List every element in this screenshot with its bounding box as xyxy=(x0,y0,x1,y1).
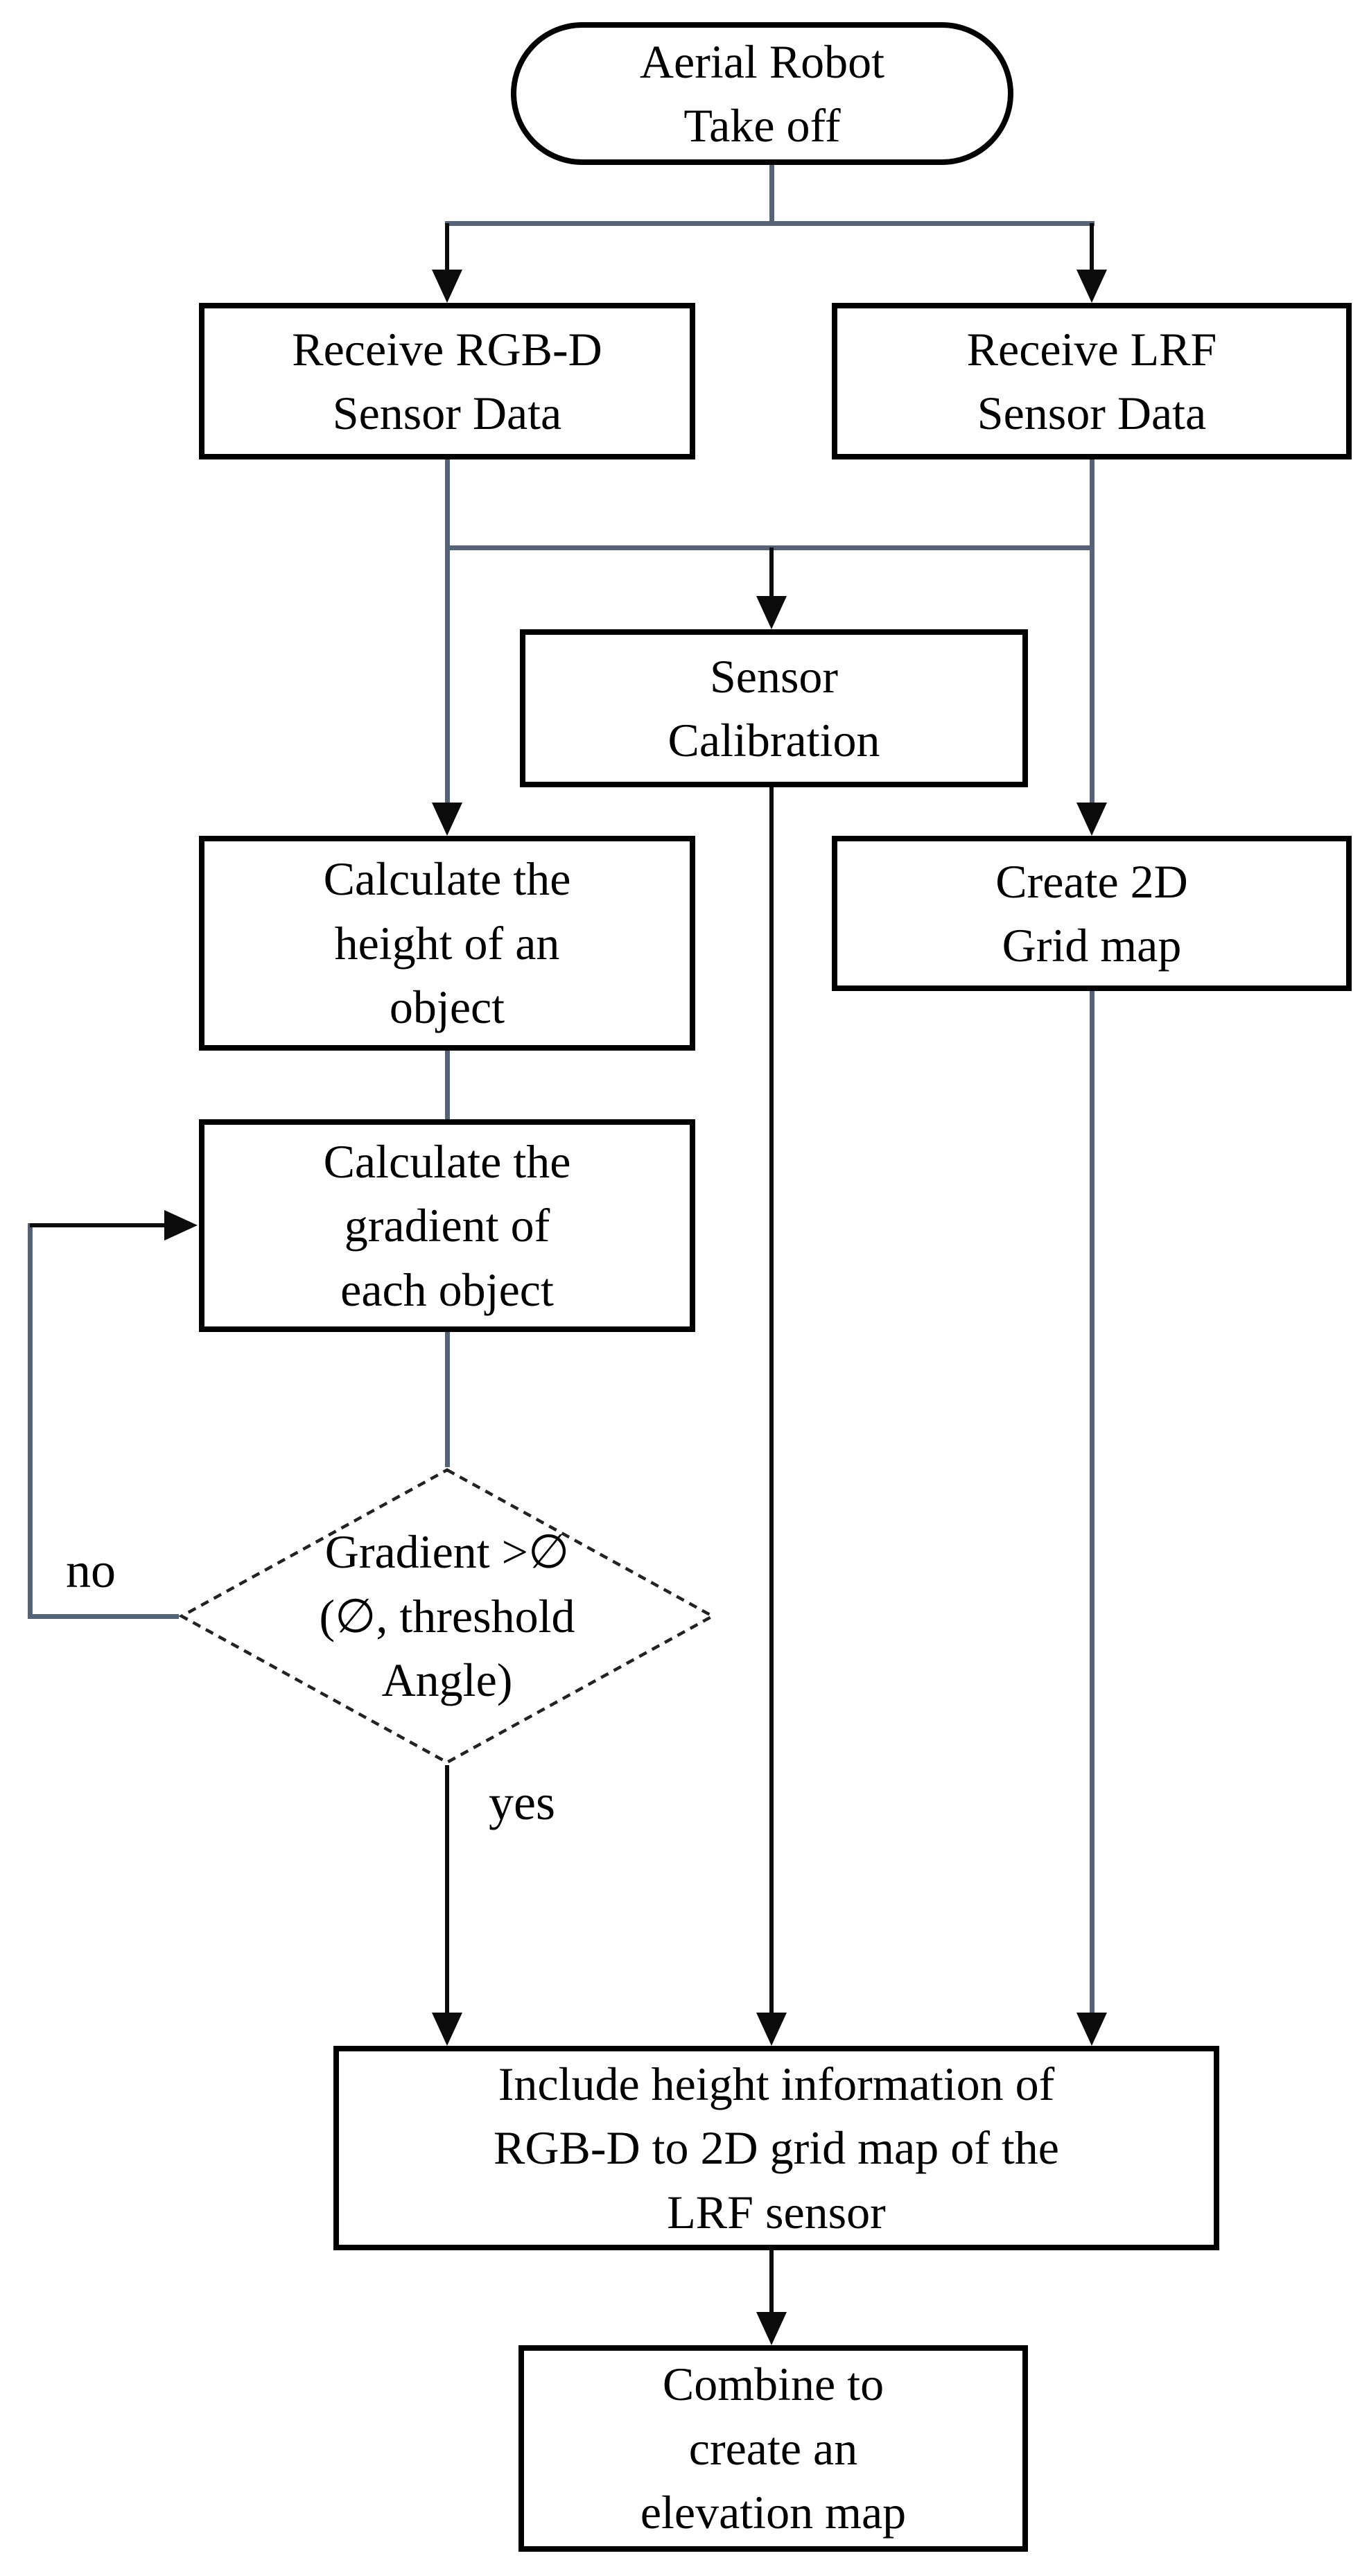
node-start-label: Aerial Robot Take off xyxy=(639,35,885,152)
node-receive-lrf: Receive LRF Sensor Data xyxy=(832,303,1352,459)
node-sensor-calibration-label: Sensor Calibration xyxy=(668,649,880,766)
edge-rgbd-to-connector xyxy=(445,459,450,547)
edge-includebox-to-combine xyxy=(769,2250,774,2312)
arrowhead-into-lrf-icon xyxy=(1076,270,1107,303)
node-calc-height: Calculate the height of an object xyxy=(199,836,695,1051)
edge-split-to-lrf xyxy=(1090,223,1094,270)
node-create-grid: Create 2D Grid map xyxy=(832,836,1352,991)
edge-no-loop-horizontal xyxy=(30,1614,179,1619)
arrowhead-into-sensorcal-icon xyxy=(756,596,787,629)
edge-start-to-split xyxy=(769,165,774,226)
node-start-terminator: Aerial Robot Take off xyxy=(511,22,1013,165)
node-include-height-label: Include height information of RGB-D to 2… xyxy=(494,2057,1059,2238)
node-gradient-decision: Gradient >∅ (∅, threshold Angle) xyxy=(179,1467,715,1765)
edge-label-no: no xyxy=(66,1543,116,1598)
edge-sensorcal-to-includebox xyxy=(769,787,774,2013)
edge-connector-to-sensorcal xyxy=(769,547,774,596)
node-gradient-decision-label: Gradient >∅ (∅, threshold Angle) xyxy=(319,1525,575,1707)
node-receive-rgbd-label: Receive RGB-D Sensor Data xyxy=(292,322,602,439)
node-receive-rgbd: Receive RGB-D Sensor Data xyxy=(199,303,695,459)
node-calc-gradient-label: Calculate the gradient of each object xyxy=(323,1134,571,1316)
edge-no-loop-into-calcgradient xyxy=(30,1223,164,1227)
arrowhead-mid-into-includebox-icon xyxy=(756,2013,787,2046)
node-receive-lrf-label: Receive LRF Sensor Data xyxy=(966,322,1217,439)
edge-label-yes: yes xyxy=(489,1775,555,1830)
edge-connector-to-calcheight xyxy=(445,547,450,803)
edge-creategrid-to-includebox xyxy=(1090,991,1095,2013)
node-create-grid-label: Create 2D Grid map xyxy=(995,855,1188,972)
node-sensor-calibration: Sensor Calibration xyxy=(520,629,1028,787)
arrowhead-into-calcheight-icon xyxy=(432,803,462,836)
edge-calcheight-to-calcgradient xyxy=(445,1051,450,1119)
node-calc-gradient: Calculate the gradient of each object xyxy=(199,1119,695,1332)
arrowhead-into-calcgradient-icon xyxy=(164,1210,198,1241)
edge-calcgradient-to-decision xyxy=(445,1332,450,1467)
arrowhead-right-into-includebox-icon xyxy=(1076,2013,1107,2046)
arrowhead-into-creategrid-icon xyxy=(1076,803,1107,836)
edge-lrf-to-creategrid xyxy=(1090,459,1095,803)
decision-diamond-shape xyxy=(179,1468,715,1764)
arrowhead-into-combine-icon xyxy=(756,2312,787,2345)
node-combine-label: Combine to create an elevation map xyxy=(640,2358,907,2539)
arrowhead-yes-into-includebox-icon xyxy=(432,2013,462,2046)
node-combine: Combine to create an elevation map xyxy=(518,2345,1028,2552)
edge-split-horizontal xyxy=(445,221,1095,226)
edge-split-to-rgbd xyxy=(445,223,449,270)
node-include-height: Include height information of RGB-D to 2… xyxy=(333,2046,1219,2250)
edge-no-loop-vertical xyxy=(28,1223,33,1619)
edge-yes-decision-to-includebox xyxy=(445,1765,449,2013)
arrowhead-into-rgbd-icon xyxy=(432,270,462,303)
node-calc-height-label: Calculate the height of an object xyxy=(323,852,571,1034)
